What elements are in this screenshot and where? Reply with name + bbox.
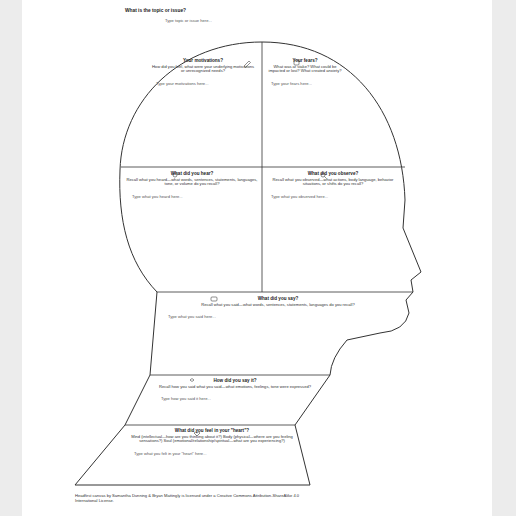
placeholder-text: Type your motivations here... <box>150 82 256 87</box>
section-heading: What did you hear? <box>126 171 258 177</box>
placeholder-text: Type your fears here... <box>265 82 345 87</box>
section-heading: What did you observe? <box>265 171 401 177</box>
placeholder-text: Type topic or issue here... <box>165 19 212 24</box>
section-heading: Your fears? <box>265 58 345 64</box>
placeholder-text: Type what you said here... <box>162 315 394 320</box>
section-prompt: Recall what you said—what words, sentenc… <box>162 303 394 308</box>
head-section: What did you say?Recall what you said—wh… <box>162 296 394 320</box>
section-heading: Your motivations? <box>150 58 256 64</box>
topic-title: What is the topic or issue? <box>125 8 186 14</box>
head-outline <box>75 42 421 485</box>
section-heading: How did you say it? <box>155 378 315 384</box>
section-prompt: Recall what you observed—what actions, b… <box>265 178 401 188</box>
placeholder-text: Type how you said it here... <box>155 397 315 402</box>
section-heading: What did you say? <box>162 296 394 302</box>
head-section: How did you say it?Recall how you said w… <box>155 378 315 402</box>
head-section: What did you hear?Recall what you heard—… <box>126 171 258 200</box>
section-prompt: Recall what you heard—what words, senten… <box>126 178 258 188</box>
head-section: Your fears?What was at stake? What could… <box>265 58 345 87</box>
head-section: What did you observe?Recall what you obs… <box>265 171 401 200</box>
section-prompt: What was at stake? What could be impacte… <box>265 65 345 75</box>
section-prompt: How did you feel, what were your underly… <box>150 65 256 75</box>
section-heading: What did you feel in your "heart"? <box>128 428 296 434</box>
page-panel <box>22 0 492 516</box>
license-caption: Headfirst canvas by Samantha Dunning & B… <box>75 494 315 504</box>
divider-lines <box>121 42 413 425</box>
section-prompt: Mind (intellectual—how are you thinking … <box>128 435 296 445</box>
placeholder-text: Type what you observed here... <box>265 195 401 200</box>
head-section: What did you feel in your "heart"?Mind (… <box>128 428 296 457</box>
placeholder-text: Type what you heard here... <box>126 195 258 200</box>
head-section: Your motivations?How did you feel, what … <box>150 58 256 87</box>
placeholder-text: Type what you felt in your "heart" here.… <box>128 452 296 457</box>
section-prompt: Recall how you said what you said—what e… <box>155 385 315 390</box>
